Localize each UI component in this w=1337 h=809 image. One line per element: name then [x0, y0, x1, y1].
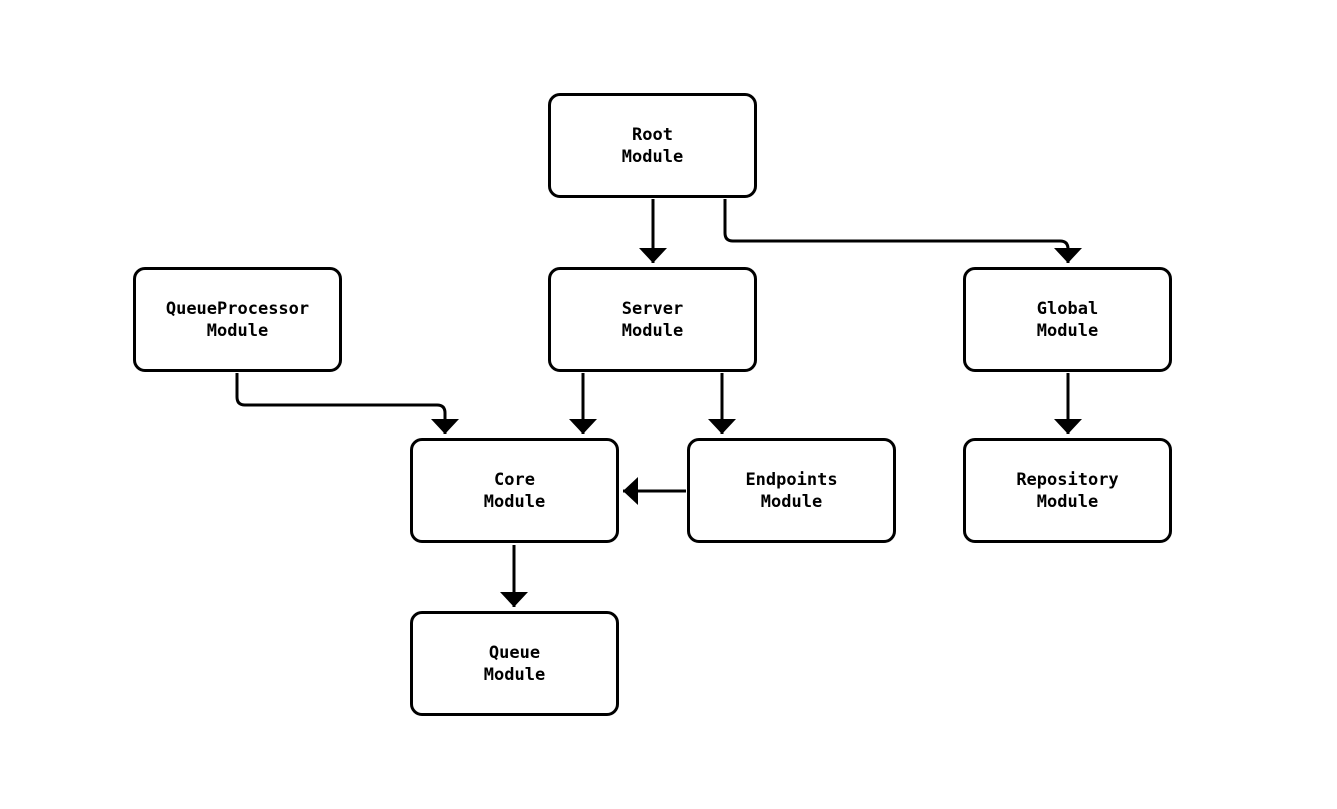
node-label-line: Module: [760, 491, 823, 512]
edge-root-to-global: [723, 199, 1082, 263]
node-label-line: Core: [494, 469, 535, 490]
node-label-line: Endpoints: [745, 469, 838, 490]
node-label-line: Module: [621, 146, 684, 167]
node-label-line: Queue: [488, 642, 541, 663]
node-endpoints-module: Endpoints Module: [687, 438, 896, 543]
node-repository-module: Repository Module: [963, 438, 1172, 543]
node-core-module: Core Module: [410, 438, 619, 543]
node-label-line: Module: [1036, 320, 1099, 341]
node-label-line: Module: [483, 491, 546, 512]
node-label-line: Module: [206, 320, 269, 341]
node-label-line: Module: [1036, 491, 1099, 512]
node-label-line: Global: [1036, 298, 1099, 319]
node-label-line: Server: [621, 298, 684, 319]
node-label-line: Module: [483, 664, 546, 685]
node-root-module: Root Module: [548, 93, 757, 198]
node-global-module: Global Module: [963, 267, 1172, 372]
edge-queueprocessor-to-core: [235, 373, 459, 434]
node-label-line: Root: [632, 124, 673, 145]
node-queue-module: Queue Module: [410, 611, 619, 716]
node-queueprocessor-module: QueueProcessor Module: [133, 267, 342, 372]
node-server-module: Server Module: [548, 267, 757, 372]
node-label-line: QueueProcessor: [165, 298, 310, 319]
node-label-line: Module: [621, 320, 684, 341]
node-label-line: Repository: [1016, 469, 1119, 490]
